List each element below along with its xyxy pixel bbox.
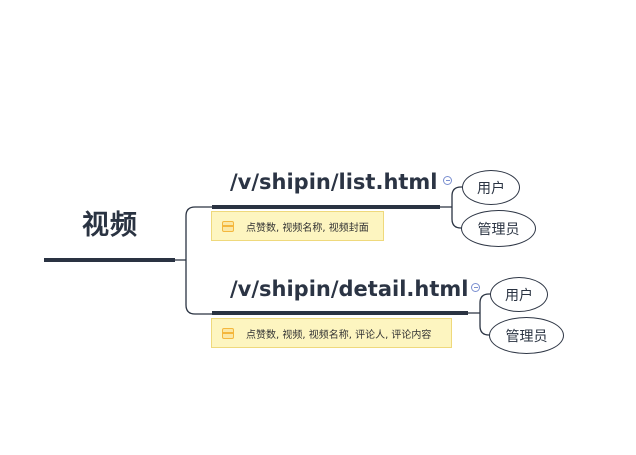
collapse-minus-icon[interactable] [443,176,452,185]
branch-2-leaf-connector [468,293,491,336]
root-branch-connector [175,206,212,315]
note-text: 点赞数, 视频, 视频名称, 评论人, 评论内容 [246,329,432,341]
leaf-topic-admin[interactable]: 管理员 [461,210,536,247]
branch-note-list[interactable]: 点赞数, 视频名称, 视频封面 [211,211,384,241]
note-text: 点赞数, 视频名称, 视频封面 [246,222,369,234]
branch-topic-detail[interactable]: /v/shipin/detail.html [230,277,469,301]
note-icon [222,327,234,339]
leaf-topic-admin[interactable]: 管理员 [489,317,564,354]
leaf-topic-user[interactable]: 用户 [462,170,520,205]
branch-1-leaf-connector [440,186,463,229]
branch-note-detail[interactable]: 点赞数, 视频, 视频名称, 评论人, 评论内容 [211,318,452,348]
note-icon [222,220,234,232]
branch-topic-list[interactable]: /v/shipin/list.html [230,170,438,194]
leaf-topic-user[interactable]: 用户 [490,277,548,312]
collapse-minus-icon[interactable] [471,283,480,292]
root-topic[interactable]: 视频 [82,210,138,241]
